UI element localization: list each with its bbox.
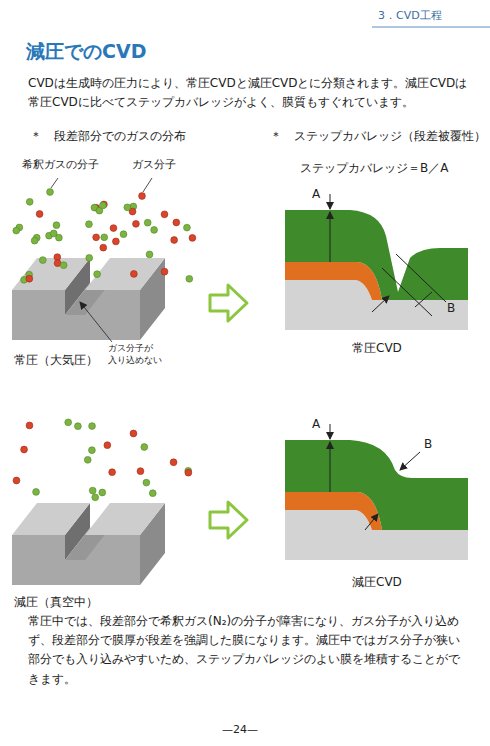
cross-section: [285, 424, 468, 560]
caption-label: 減圧（真空中）: [14, 594, 98, 611]
caption-label: 減圧CVD: [352, 574, 402, 591]
section-heading: ＊ ステップカバレッジ（段差被覆性）: [270, 128, 486, 145]
flow-arrow: [210, 502, 247, 538]
caption-label: 常圧CVD: [352, 340, 402, 357]
caption-label: 常圧（大気圧）: [14, 352, 98, 369]
substrate-block: [12, 258, 165, 340]
formula-label: ステップカバレッジ＝B／A: [300, 160, 448, 177]
substrate-block: [12, 503, 165, 585]
cross-section: [285, 194, 468, 330]
dimension-label: A: [312, 416, 320, 433]
section-heading: ＊ 段差部分でのガスの分布: [30, 128, 186, 145]
dimension-label: B: [447, 300, 455, 317]
dimension-label: B: [424, 436, 432, 453]
dimension-label: A: [312, 186, 320, 203]
page-number: —24—: [222, 722, 258, 738]
leader-line: [80, 302, 112, 342]
callout-label: ガス分子: [132, 157, 176, 173]
leader-line: [51, 178, 58, 188]
gas-molecules: [13, 189, 196, 501]
page-title: 減圧でのCVD: [26, 38, 146, 66]
header-rule: [372, 27, 490, 28]
leader-line: [143, 178, 152, 192]
section-header: 3．CVD工程: [378, 8, 442, 24]
callout-label: 希釈ガスの分子: [22, 157, 99, 173]
body-paragraph: 常圧中では、段差部分で希釈ガス(N₂)の分子が障害になり、ガス分子が入り込めず、…: [28, 612, 468, 689]
intro-paragraph: CVDは生成時の圧力により、常圧CVDと減圧CVDとに分類されます。減圧CVDは…: [28, 74, 468, 112]
flow-arrow: [210, 285, 247, 321]
callout-note: ガス分子が 入り込めない: [108, 343, 164, 366]
